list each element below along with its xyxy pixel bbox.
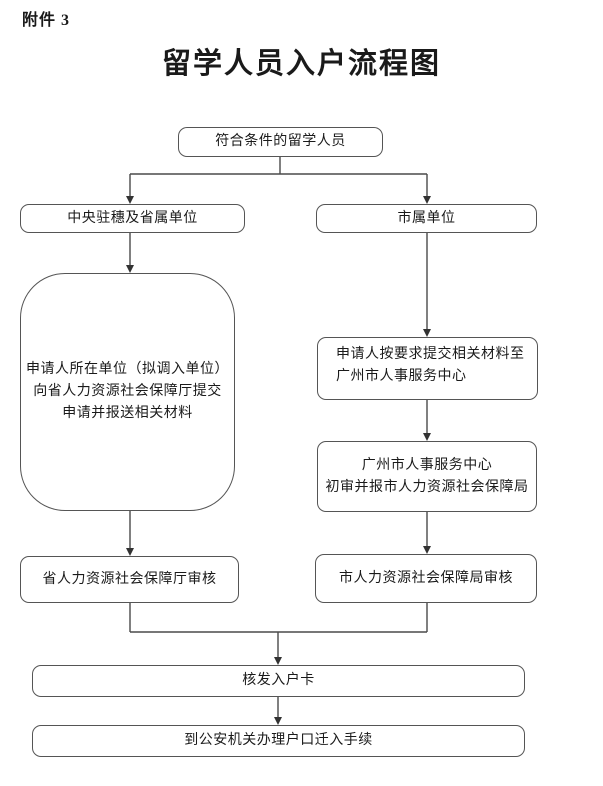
- flow-node-service-center-initial-review: 广州市人事服务中心 初审并报市人力资源社会保障局: [317, 441, 537, 512]
- arrowhead-icon: [274, 657, 282, 665]
- arrowhead-icons: [126, 196, 431, 725]
- flow-node-police-registration: 到公安机关办理户口迁入手续: [32, 725, 525, 757]
- flow-node-municipal-submit: 申请人按要求提交相关材料至 广州市人事服务中心: [317, 337, 538, 400]
- arrowhead-icon: [274, 717, 282, 725]
- page-title: 留学人员入户流程图: [161, 48, 441, 80]
- attachment-label: 附件 3: [22, 12, 71, 29]
- flow-node-central-provincial-units: 中央驻穗及省属单位: [20, 204, 245, 233]
- flow-node-issue-household-card: 核发入户卡: [32, 665, 525, 697]
- flow-node-municipal-units: 市属单位: [316, 204, 537, 233]
- flow-node-provincial-review: 省人力资源社会保障厅审核: [20, 556, 239, 603]
- flow-node-start: 符合条件的留学人员: [178, 127, 383, 157]
- connector-merge: [129, 603, 428, 658]
- flow-node-provincial-submit: 申请人所在单位（拟调入单位） 向省人力资源社会保障厅提交 申请并报送相关材料: [20, 273, 235, 511]
- arrowhead-icon: [126, 196, 134, 204]
- arrowhead-icon: [423, 546, 431, 554]
- arrowhead-icon: [423, 329, 431, 337]
- arrowhead-icon: [126, 548, 134, 556]
- arrowhead-icon: [423, 433, 431, 441]
- arrowhead-icon: [423, 196, 431, 204]
- arrowhead-icon: [126, 265, 134, 273]
- connector-start-split: [129, 157, 428, 197]
- connector-lines: [129, 157, 428, 717]
- flow-node-municipal-review: 市人力资源社会保障局审核: [315, 554, 537, 603]
